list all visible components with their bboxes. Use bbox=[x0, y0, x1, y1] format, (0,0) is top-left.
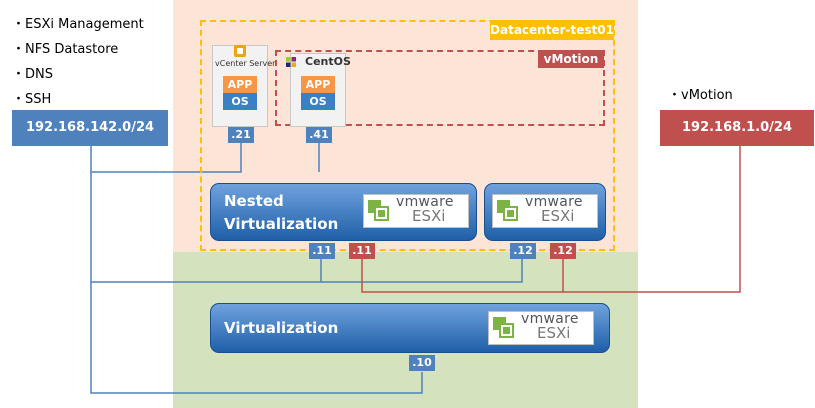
service-item: ・DNS bbox=[12, 67, 53, 82]
host-label: Virtualization bbox=[224, 319, 339, 337]
centos-logo-icon bbox=[286, 57, 296, 67]
mgmt-network-box: 192.168.142.0/24 bbox=[12, 110, 168, 146]
datacenter-label: Datacenter-test01 bbox=[490, 20, 614, 40]
ip-tag-nested-mgmt: .11 bbox=[309, 243, 335, 259]
vmotion-service-item: ・vMotion bbox=[668, 88, 733, 103]
esxi-brand: vmware bbox=[396, 194, 454, 210]
mgmt-services-list: ・ESXi Management ・NFS Datastore ・DNS ・SS… bbox=[12, 12, 144, 112]
ip-tag-host2-vmotion: .12 bbox=[550, 243, 576, 259]
vmotion-group-boundary bbox=[275, 50, 605, 126]
vmotion-group-label: vMotion bbox=[538, 50, 604, 68]
mgmt-line-physical bbox=[90, 282, 423, 394]
host-label: Virtualization bbox=[224, 215, 339, 233]
ip-tag-nested-vmotion: .11 bbox=[349, 243, 375, 259]
vmotion-line-nested bbox=[361, 146, 741, 293]
ip-tag-host2-mgmt: .12 bbox=[510, 243, 536, 259]
esxi-brand: vmware bbox=[525, 194, 583, 210]
vmware-cube-icon bbox=[493, 317, 514, 338]
os-layer: OS bbox=[223, 93, 257, 110]
vcenter-logo-icon bbox=[234, 45, 246, 57]
ip-tag-vcenter: .21 bbox=[228, 127, 254, 143]
esxi-logo: vmware ESXi bbox=[492, 194, 598, 228]
service-item: ・ESXi Management bbox=[12, 17, 144, 32]
esxi-product: ESXi bbox=[541, 207, 575, 225]
os-layer: OS bbox=[301, 93, 335, 110]
mgmt-line-host2 bbox=[321, 259, 523, 283]
mgmt-line-vcenter bbox=[90, 143, 242, 173]
host-label: Nested bbox=[224, 192, 284, 210]
centos-vm: CentOS APP OS bbox=[286, 53, 351, 127]
vm-title: CentOS bbox=[305, 55, 351, 68]
service-item: ・NFS Datastore bbox=[12, 42, 119, 57]
esxi-product: ESXi bbox=[537, 324, 571, 342]
mgmt-line-nested bbox=[90, 172, 322, 283]
app-layer: APP bbox=[223, 76, 257, 93]
datacenter-boundary bbox=[200, 20, 615, 251]
ip-tag-centos: .41 bbox=[306, 127, 332, 143]
esxi-logo: vmware ESXi bbox=[363, 194, 469, 228]
nested-esxi-host: Nested Virtualization vmware ESXi bbox=[210, 183, 477, 241]
esxi-brand: vmware bbox=[521, 311, 579, 327]
vmware-cube-icon bbox=[368, 200, 389, 221]
vcenter-vm: vCenter Server APP OS bbox=[212, 45, 275, 127]
vmotion-network-box: 192.168.1.0/24 bbox=[660, 110, 814, 146]
vm-title: vCenter Server bbox=[215, 59, 276, 68]
ip-tag-physical: .10 bbox=[409, 355, 435, 371]
esxi-product: ESXi bbox=[412, 207, 446, 225]
vmware-cube-icon bbox=[497, 200, 518, 221]
esxi-host-2: vmware ESXi bbox=[484, 183, 606, 241]
app-layer: APP bbox=[301, 76, 335, 93]
esxi-logo: vmware ESXi bbox=[488, 311, 594, 345]
service-item: ・SSH bbox=[12, 92, 52, 107]
physical-esxi-host: Virtualization vmware ESXi bbox=[210, 303, 610, 353]
